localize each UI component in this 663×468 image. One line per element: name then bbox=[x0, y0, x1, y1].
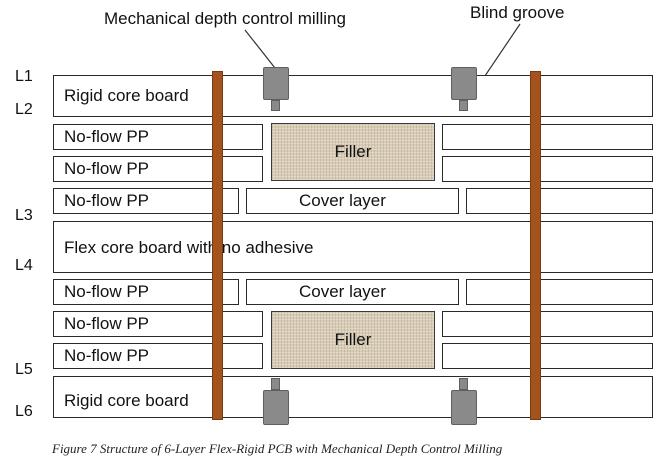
mechanical-milling-annotation: Mechanical depth control milling bbox=[104, 9, 346, 28]
flex-core-board: Flex core board with no adhesive bbox=[53, 221, 653, 273]
milling-leader-line bbox=[244, 29, 276, 69]
rigid-core-board-bottom: Rigid core board bbox=[53, 376, 653, 418]
no-flow-pp-3-right bbox=[466, 188, 653, 214]
cover-layer-bottom: Cover layer bbox=[246, 279, 459, 305]
milling-tip-bottom-right-icon bbox=[459, 378, 468, 390]
milling-tool-bottom-left-icon bbox=[263, 390, 289, 425]
no-flow-pp-5-label: No-flow PP bbox=[64, 314, 150, 333]
no-flow-pp-6-right bbox=[442, 343, 653, 369]
milling-tip-bottom-left-icon bbox=[271, 378, 280, 390]
no-flow-pp-4-right bbox=[466, 279, 653, 305]
no-flow-pp-1-right bbox=[442, 124, 653, 150]
plated-via-left bbox=[212, 71, 223, 420]
no-flow-pp-6-label: No-flow PP bbox=[64, 346, 150, 365]
layer-number-l5: L5 bbox=[15, 361, 33, 378]
blind-groove-annotation: Blind groove bbox=[470, 3, 565, 22]
milling-tool-top-left-icon bbox=[263, 67, 289, 100]
no-flow-pp-2-right bbox=[442, 156, 653, 182]
milling-tool-top-right-icon bbox=[451, 67, 477, 100]
no-flow-pp-1-label: No-flow PP bbox=[64, 127, 150, 146]
no-flow-pp-2-left: No-flow PP bbox=[53, 156, 263, 182]
flex-core-board-label: Flex core board with no adhesive bbox=[64, 238, 314, 257]
layer-number-l3: L3 bbox=[15, 207, 33, 224]
cover-layer-bottom-label: Cover layer bbox=[299, 282, 386, 301]
no-flow-pp-1-left: No-flow PP bbox=[53, 124, 263, 150]
no-flow-pp-3-left: No-flow PP bbox=[53, 188, 239, 214]
layer-number-l2: L2 bbox=[15, 101, 33, 118]
no-flow-pp-4-label: No-flow PP bbox=[64, 282, 150, 301]
cover-layer-top-label: Cover layer bbox=[299, 191, 386, 210]
milling-tool-bottom-right-icon bbox=[451, 390, 477, 425]
no-flow-pp-2-label: No-flow PP bbox=[64, 159, 150, 178]
milling-tip-top-right-icon bbox=[459, 100, 468, 111]
layer-number-l4: L4 bbox=[15, 257, 33, 274]
no-flow-pp-4-left: No-flow PP bbox=[53, 279, 239, 305]
filler-top-label: Filler bbox=[334, 142, 372, 161]
rigid-core-board-bottom-label: Rigid core board bbox=[64, 391, 189, 410]
filler-bottom: Filler bbox=[271, 311, 435, 369]
layer-number-l6: L6 bbox=[15, 403, 33, 420]
filler-top: Filler bbox=[271, 123, 435, 181]
no-flow-pp-5-left: No-flow PP bbox=[53, 311, 263, 337]
figure-caption: Figure 7 Structure of 6-Layer Flex-Rigid… bbox=[52, 441, 503, 456]
layer-number-l1: L1 bbox=[15, 68, 33, 85]
no-flow-pp-3-label: No-flow PP bbox=[64, 191, 150, 210]
no-flow-pp-5-right bbox=[442, 311, 653, 337]
plated-via-right bbox=[530, 71, 541, 420]
cover-layer-top: Cover layer bbox=[246, 188, 459, 214]
filler-bottom-label: Filler bbox=[334, 330, 372, 349]
no-flow-pp-6-left: No-flow PP bbox=[53, 343, 263, 369]
rigid-core-board-top: Rigid core board bbox=[53, 75, 653, 117]
milling-tip-top-left-icon bbox=[271, 100, 280, 111]
rigid-core-board-top-label: Rigid core board bbox=[64, 86, 189, 105]
